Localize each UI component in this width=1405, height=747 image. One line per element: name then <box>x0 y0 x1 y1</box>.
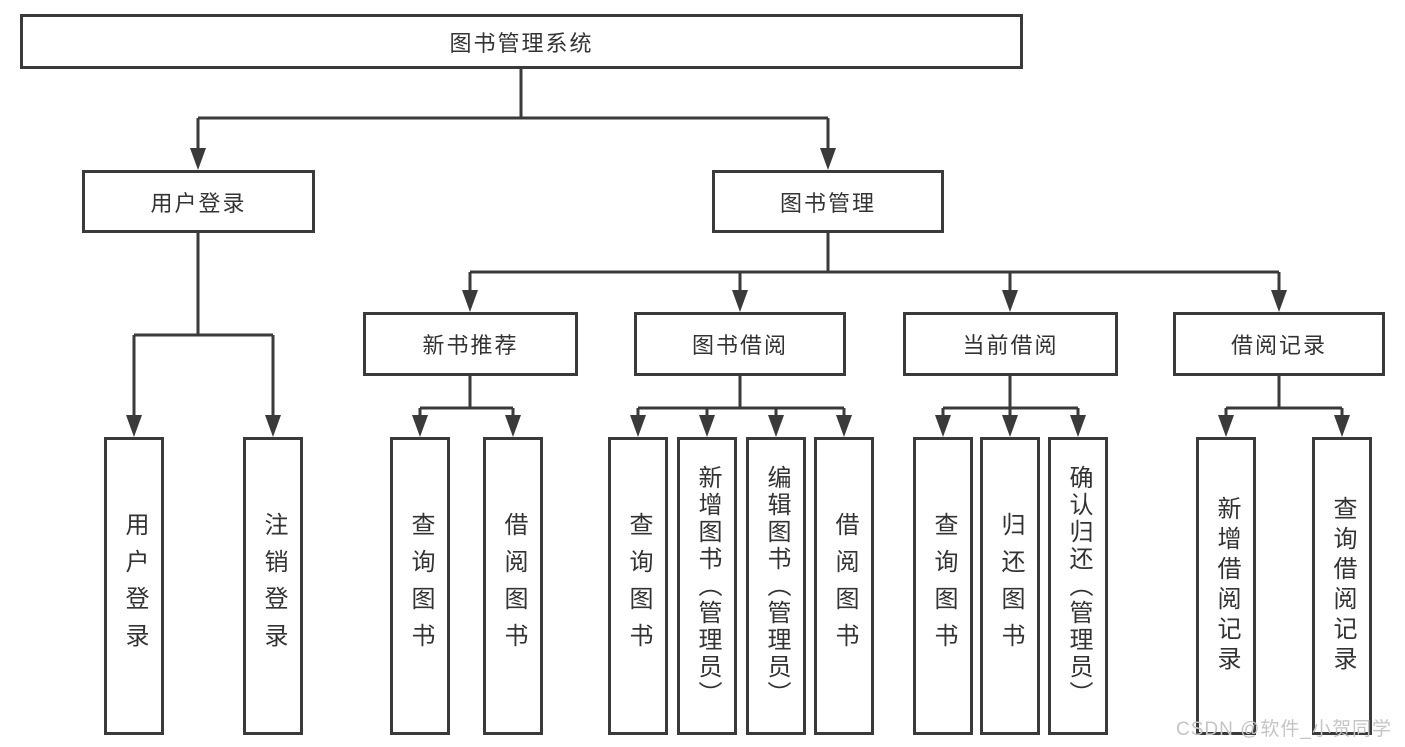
node-logout-leaf: 注销登录 <box>243 437 303 735</box>
node-cb-confirm-return-label: 确认归还（管理员） <box>1065 464 1092 708</box>
node-root-label: 图书管理系统 <box>449 30 594 56</box>
node-borrowing-records: 借阅记录 <box>1173 312 1385 376</box>
node-user-login: 用户登录 <box>82 170 315 233</box>
node-nbr-query-books-label: 查询图书 <box>407 512 434 660</box>
node-cb-confirm-return: 确认归还（管理员） <box>1048 437 1108 735</box>
node-bb-query-books: 查询图书 <box>608 437 668 735</box>
node-user-login-label: 用户登录 <box>150 190 247 216</box>
node-br-query-record-label: 查询借阅记录 <box>1329 496 1356 676</box>
node-cb-query-books: 查询图书 <box>913 437 973 735</box>
node-nbr-borrow-books: 借阅图书 <box>483 437 543 735</box>
node-br-add-record-label: 新增借阅记录 <box>1213 496 1240 676</box>
node-nbr-query-books: 查询图书 <box>390 437 450 735</box>
node-root: 图书管理系统 <box>20 14 1023 69</box>
node-login-leaf: 用户登录 <box>104 437 164 735</box>
node-nbr-borrow-books-label: 借阅图书 <box>500 512 527 660</box>
node-book-borrowing-label: 图书借阅 <box>691 333 788 358</box>
node-current-borrowing-label: 当前借阅 <box>962 333 1059 358</box>
node-cb-query-books-label: 查询图书 <box>930 512 957 660</box>
node-br-add-record: 新增借阅记录 <box>1196 437 1256 735</box>
node-cb-return-books: 归还图书 <box>980 437 1040 735</box>
node-bb-add-books: 新增图书（管理员） <box>677 437 737 735</box>
node-new-book-recommendation-label: 新书推荐 <box>422 333 519 358</box>
node-bb-borrow-books-label: 借阅图书 <box>831 512 858 660</box>
node-book-borrowing: 图书借阅 <box>634 312 846 376</box>
node-bb-query-books-label: 查询图书 <box>625 512 652 660</box>
node-logout-leaf-label: 注销登录 <box>260 512 287 660</box>
node-bb-borrow-books: 借阅图书 <box>814 437 874 735</box>
arrow-down-icons <box>126 148 1350 437</box>
node-login-leaf-label: 用户登录 <box>121 512 148 660</box>
node-bb-edit-books: 编辑图书（管理员） <box>746 437 806 735</box>
connector-segments <box>132 69 1344 420</box>
node-bb-add-books-label: 新增图书（管理员） <box>694 464 721 708</box>
node-br-query-record: 查询借阅记录 <box>1312 437 1372 735</box>
node-new-book-recommendation: 新书推荐 <box>363 312 578 376</box>
node-book-management: 图书管理 <box>712 170 944 233</box>
node-book-management-label: 图书管理 <box>779 190 876 216</box>
node-cb-return-books-label: 归还图书 <box>997 512 1024 660</box>
node-borrowing-records-label: 借阅记录 <box>1230 333 1327 358</box>
csdn-watermark: CSDN @软件_小贺同学 <box>1176 719 1392 740</box>
node-bb-edit-books-label: 编辑图书（管理员） <box>763 464 790 708</box>
node-current-borrowing: 当前借阅 <box>903 312 1118 376</box>
